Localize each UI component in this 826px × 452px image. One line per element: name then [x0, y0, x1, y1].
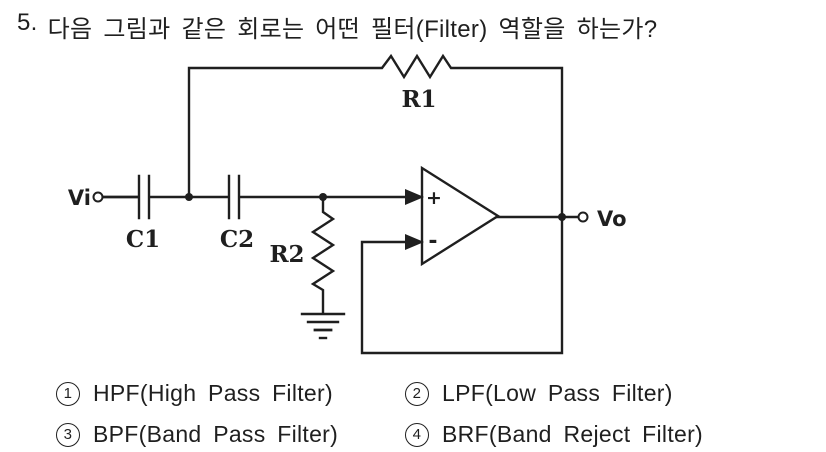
output-label: Vo	[597, 207, 627, 231]
option-3-label: BPF(Band Pass Filter)	[93, 421, 339, 447]
resistor-r2	[310, 195, 336, 315]
option-1-marker: 1	[56, 381, 80, 406]
opamp-minus-label: -	[428, 229, 437, 254]
answer-option-1[interactable]: 1 HPF(High Pass Filter)	[56, 380, 405, 407]
feedback-loop-wire	[187, 53, 564, 355]
option-2-label: LPF(Low Pass Filter)	[442, 380, 673, 406]
answer-options: 1 HPF(High Pass Filter) 2 LPF(Low Pass F…	[56, 380, 703, 448]
answer-option-3[interactable]: 3 BPF(Band Pass Filter)	[56, 421, 405, 448]
capacitor-c1-label: C1	[126, 226, 160, 253]
junction-dot-output	[558, 213, 566, 221]
input-terminal	[92, 191, 104, 203]
option-4-marker: 4	[405, 422, 429, 447]
question-text: 다음 그림과 같은 회로는 어떤 필터(Filter) 역할을 하는가?	[47, 16, 658, 43]
option-1-label: HPF(High Pass Filter)	[93, 380, 333, 406]
junction-dot-r2	[319, 193, 327, 201]
question-title: 5. 다음 그림과 같은 회로는 어떤 필터(Filter) 역할을 하는가?	[17, 9, 657, 44]
option-4-label: BRF(Band Reject Filter)	[442, 421, 704, 447]
answer-option-4[interactable]: 4 BRF(Band Reject Filter)	[405, 421, 703, 448]
capacitor-c1	[137, 174, 151, 220]
option-2-marker: 2	[405, 381, 429, 406]
capacitor-c2	[227, 174, 241, 220]
noninverting-input-arrow-icon	[405, 189, 424, 205]
inverting-input-arrow-icon	[405, 234, 424, 250]
output-terminal	[577, 211, 589, 223]
capacitor-c2-label: C2	[220, 226, 254, 253]
junction-dot-c1c2	[185, 193, 193, 201]
opamp-plus-label: +	[426, 187, 442, 209]
resistor-r1-label: R1	[401, 86, 436, 113]
option-3-marker: 3	[56, 422, 80, 447]
opamp-triangle	[420, 165, 501, 267]
question-number: 5.	[17, 9, 38, 36]
resistor-r2-label: R2	[269, 241, 304, 268]
answer-option-2[interactable]: 2 LPF(Low Pass Filter)	[405, 380, 703, 407]
ground-symbol	[300, 312, 346, 340]
input-label: Vi	[68, 186, 91, 210]
